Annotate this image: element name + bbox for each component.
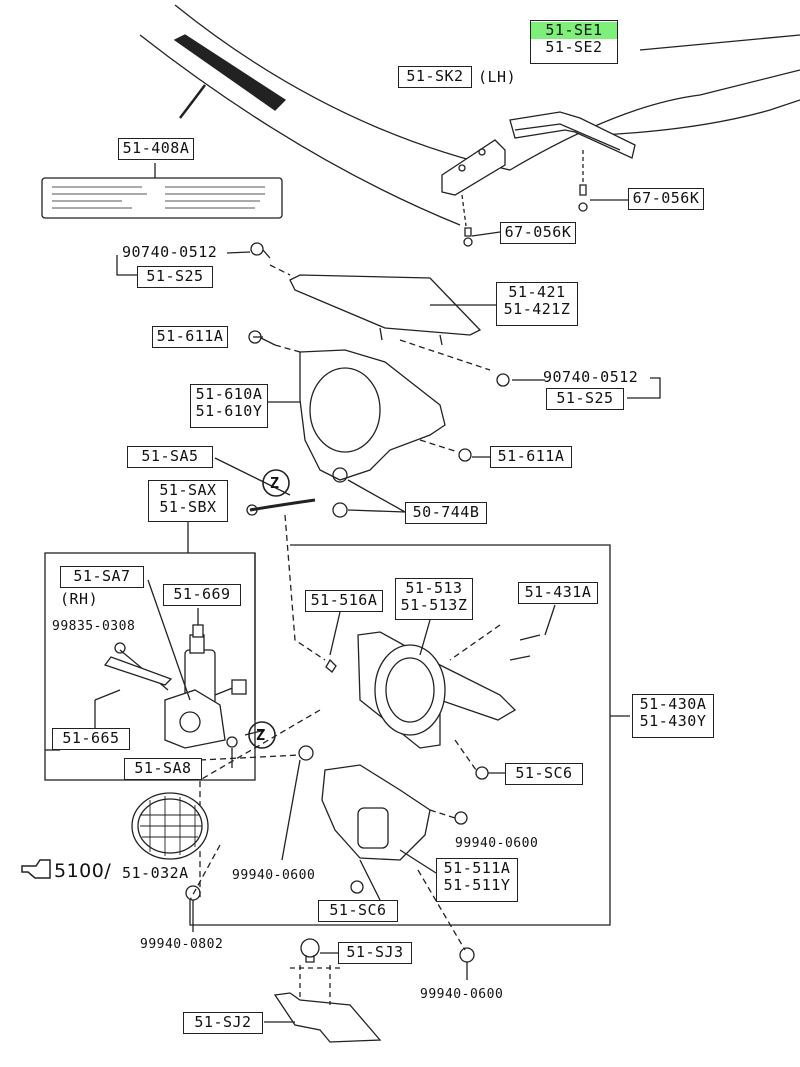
marker-z-mid-label: Z: [256, 726, 266, 744]
part-51-408a: 51-408A: [122, 139, 190, 157]
part-51-sa5: 51-SA5: [141, 447, 199, 465]
part-51-s25-right: 51-S25: [556, 389, 614, 407]
callout-51-SA8[interactable]: 51-SA8: [124, 758, 202, 780]
leveling-motor: [164, 624, 247, 749]
part-51-513: 51-513: [405, 579, 463, 597]
callout-51-408A[interactable]: 51-408A: [118, 138, 194, 160]
part-90740-0512-top[interactable]: 90740-0512: [122, 243, 218, 261]
callout-51-SAX[interactable]: 51-SAX 51-SBX: [148, 480, 228, 522]
ref-5100[interactable]: 5100/: [54, 860, 112, 882]
part-51-sbx: 51-SBX: [159, 497, 217, 516]
part-51-sc6-right: 51-SC6: [515, 764, 573, 782]
callout-51-430A[interactable]: 51-430A 51-430Y: [632, 694, 714, 738]
callout-50-744B[interactable]: 50-744B: [405, 502, 487, 524]
part-50-744b: 50-744B: [412, 503, 480, 521]
callout-67-056K-left[interactable]: 67-056K: [500, 222, 576, 244]
part-51-se1: 51-SE1: [531, 22, 617, 39]
part-99940-0600-a[interactable]: 99940-0600: [455, 836, 539, 851]
part-67-056k-right: 67-056K: [632, 189, 700, 207]
marker-z-top: [262, 469, 290, 497]
seal-se: [509, 111, 636, 159]
callout-51-SJ3[interactable]: 51-SJ3: [338, 942, 412, 964]
callout-51-SE1-SE2[interactable]: 51-SE1 51-SE2: [530, 20, 618, 64]
callout-51-SK2[interactable]: 51-SK2: [398, 66, 472, 88]
marker-z-mid: [248, 721, 276, 749]
callout-51-610A[interactable]: 51-610A 51-610Y: [190, 384, 268, 428]
part-51-665: 51-665: [62, 729, 120, 747]
callout-51-516A[interactable]: 51-516A: [305, 590, 383, 612]
part-99940-0802[interactable]: 99940-0802: [140, 937, 224, 952]
callout-51-SJ2[interactable]: 51-SJ2: [183, 1012, 263, 1034]
callout-51-S25-top[interactable]: 51-S25: [137, 266, 213, 288]
callout-51-421[interactable]: 51-421 51-421Z: [496, 282, 578, 326]
part-51-sj2: 51-SJ2: [194, 1013, 252, 1031]
headlamp-frame: [357, 631, 517, 749]
hood-strip: [173, 34, 287, 111]
part-51-513z: 51-513Z: [400, 595, 468, 614]
part-51-430y: 51-430Y: [639, 711, 707, 730]
part-51-sk2: 51-SK2: [406, 67, 464, 85]
part-90740-0512-right[interactable]: 90740-0512: [543, 368, 639, 386]
callout-51-SA5[interactable]: 51-SA5: [127, 446, 213, 468]
callout-51-511A[interactable]: 51-511A 51-511Y: [436, 858, 518, 902]
part-51-sj3: 51-SJ3: [346, 943, 404, 961]
bracket-610: [299, 349, 446, 481]
callout-51-611A-top[interactable]: 51-611A: [152, 326, 228, 348]
seal-sk2: [441, 139, 506, 196]
part-51-sc6-bottom: 51-SC6: [329, 901, 387, 919]
part-99835-0308[interactable]: 99835-0308: [52, 619, 136, 634]
part-51-611a-top: 51-611A: [156, 327, 224, 345]
part-51-sa8: 51-SA8: [134, 759, 192, 777]
callout-51-SC6-bottom[interactable]: 51-SC6: [318, 900, 398, 922]
headlamp-unit: [131, 792, 209, 860]
part-51-sa7: 51-SA7: [73, 567, 131, 585]
callout-51-SC6-right[interactable]: 51-SC6: [505, 763, 583, 785]
part-99940-0600-c[interactable]: 99940-0600: [420, 987, 504, 1002]
part-51-431a: 51-431A: [524, 583, 592, 601]
part-51-sax: 51-SAX: [159, 481, 217, 499]
part-51-032a[interactable]: 51-032A: [122, 864, 189, 882]
lh-note: (LH): [478, 68, 517, 86]
part-51-610y: 51-610Y: [195, 401, 263, 420]
part-99940-0600-b[interactable]: 99940-0600: [232, 868, 316, 883]
callout-51-431A[interactable]: 51-431A: [518, 582, 598, 604]
rod-sa5: [249, 498, 316, 512]
part-51-511y: 51-511Y: [443, 875, 511, 894]
lamp-bracket-511: [321, 764, 431, 861]
part-51-516a: 51-516A: [310, 591, 378, 609]
callout-51-SA7[interactable]: 51-SA7: [60, 566, 144, 588]
part-51-421: 51-421: [508, 283, 566, 301]
callout-51-S25-right[interactable]: 51-S25: [546, 388, 624, 410]
part-51-s25-top: 51-S25: [146, 267, 204, 285]
part-51-421z: 51-421Z: [503, 299, 571, 318]
part-51-610a: 51-610A: [195, 385, 263, 403]
cover-421: [289, 274, 482, 336]
part-51-430a: 51-430A: [639, 695, 707, 713]
pointer-hand-icon: [21, 859, 51, 879]
marker-z-top-label: Z: [270, 474, 280, 492]
callout-51-513[interactable]: 51-513 51-513Z: [395, 578, 473, 620]
plate-sj2: [273, 992, 382, 1043]
part-67-056k-left: 67-056K: [504, 223, 572, 241]
callout-51-665[interactable]: 51-665: [52, 728, 130, 750]
callout-67-056K-right[interactable]: 67-056K: [628, 188, 704, 210]
callout-51-611A-right[interactable]: 51-611A: [490, 446, 572, 468]
hood-outline: [139, 34, 461, 226]
part-51-511a: 51-511A: [443, 859, 511, 877]
caution-label: [41, 177, 283, 219]
part-51-611a-right: 51-611A: [497, 447, 565, 465]
part-51-se2: 51-SE2: [545, 37, 603, 56]
callout-51-669[interactable]: 51-669: [163, 584, 241, 606]
rh-note: (RH): [60, 590, 99, 608]
part-51-669: 51-669: [173, 585, 231, 603]
